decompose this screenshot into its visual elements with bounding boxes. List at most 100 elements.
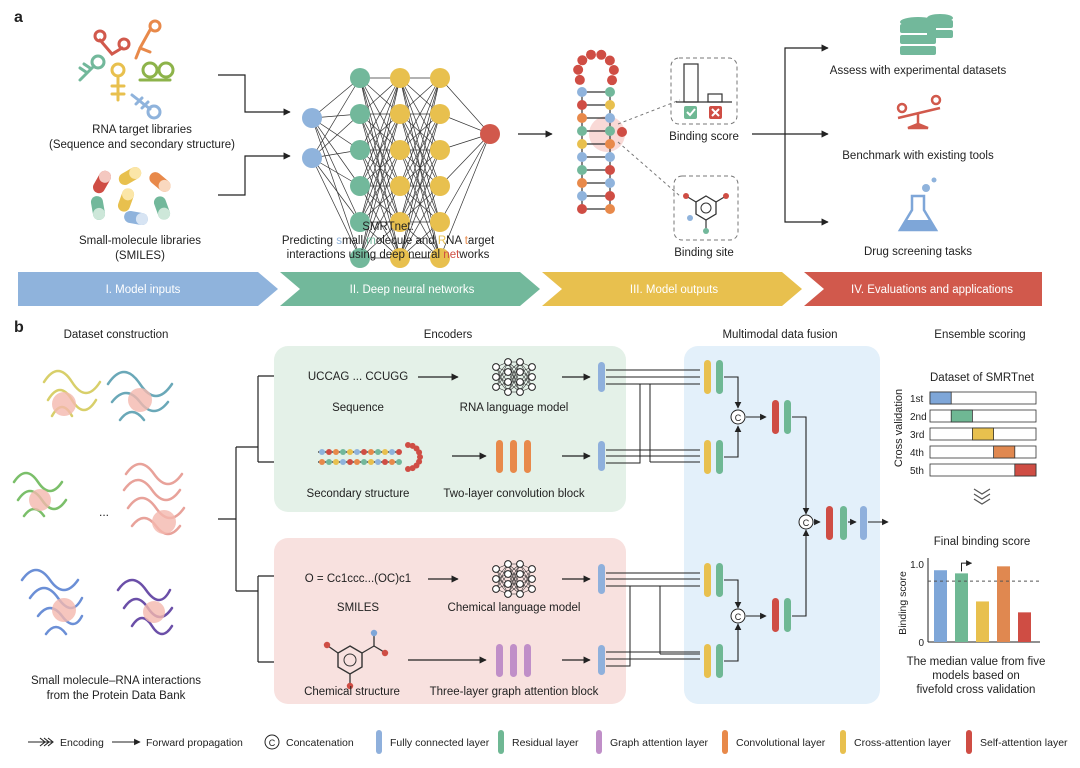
nn-node xyxy=(390,104,410,124)
nn-node xyxy=(430,104,450,124)
stage-label-3: III. Model outputs xyxy=(630,284,718,296)
legend-swatch xyxy=(596,730,602,754)
nn-node xyxy=(430,68,450,88)
legend-swatch xyxy=(840,730,846,754)
nn-node xyxy=(390,140,410,160)
y-axis-label: Binding score xyxy=(897,571,909,635)
y-tick-label: 1.0 xyxy=(910,560,924,571)
small-molecule-library-icons xyxy=(90,167,171,226)
fusion-title: Multimodal data fusion xyxy=(722,329,837,341)
cv-test-segment xyxy=(993,445,1016,459)
ensemble-title: Ensemble scoring xyxy=(934,329,1025,341)
panel-a-label: a xyxy=(14,9,23,26)
smiles-text: O = Cc1ccc...(OC)c1 xyxy=(305,573,411,585)
svg-text:C: C xyxy=(735,413,742,423)
structures-ellipsis: ... xyxy=(99,505,109,519)
rna-libraries-label: RNA target libraries xyxy=(92,124,192,136)
smrtnet-title: SMRTnet: xyxy=(362,221,414,233)
smiles-label: SMILES xyxy=(337,602,380,614)
nn-node xyxy=(350,212,370,232)
cv-fold-bar xyxy=(929,409,1037,423)
cv-fold-label: 4th xyxy=(910,448,924,459)
fusion-flow xyxy=(724,376,889,662)
legend-item-label: Cross-attention layer xyxy=(854,737,951,749)
nn-node xyxy=(302,148,322,168)
stage-banners: I. Model inputs II. Deep neural networks… xyxy=(18,272,1042,306)
fusion-box xyxy=(684,346,880,704)
final-caption-line2: models based on xyxy=(932,670,1020,682)
nn-node xyxy=(390,212,410,232)
legend-swatch xyxy=(966,730,972,754)
nn-node xyxy=(430,176,450,196)
rna-lm-label: RNA language model xyxy=(460,402,569,414)
cv-test-segment xyxy=(950,409,973,423)
smrtnet-line1: Predicting small molecule and RNA target xyxy=(282,235,495,247)
gat-block-icon xyxy=(496,644,531,677)
cv-fold-label: 3rd xyxy=(910,430,924,441)
dashed-connector-bottom xyxy=(617,141,681,197)
chem-structure-label: Chemical structure xyxy=(304,686,400,698)
binding-score-label: Binding score xyxy=(669,131,739,143)
legend: Encoding Forward propagation C Concatena… xyxy=(28,730,1068,754)
cv-test-segment xyxy=(1014,463,1037,477)
secondary-structure-label: Secondary structure xyxy=(307,488,410,500)
legend-item-label: Residual layer xyxy=(512,737,579,749)
nn-node xyxy=(350,68,370,88)
conv-block-icon xyxy=(496,440,531,473)
legend-item-label: Self-attention layer xyxy=(980,737,1068,749)
final-caption-line3: fivefold cross validation xyxy=(917,684,1036,696)
cv-test-segment xyxy=(972,427,995,441)
small-molecule-libraries-label: Small-molecule libraries xyxy=(79,235,201,247)
sequence-label: Sequence xyxy=(332,402,384,414)
rna-input-arrow xyxy=(218,74,291,116)
nn-node xyxy=(390,176,410,196)
svg-text:C: C xyxy=(735,612,742,622)
chem-lm-label: Chemical language model xyxy=(448,602,581,614)
app-label-1: Assess with experimental datasets xyxy=(830,65,1007,77)
panel-b-label: b xyxy=(14,319,24,336)
binding-score-box xyxy=(670,57,738,125)
legend-item-label: Graph attention layer xyxy=(610,737,709,749)
legend-item-label: Fully connected layer xyxy=(390,737,490,749)
binding-site-label: Binding site xyxy=(674,247,733,259)
stage-banner-1 xyxy=(18,272,278,306)
down-chevrons-icon xyxy=(973,488,991,505)
legend-swatch xyxy=(498,730,504,754)
conv-block-label: Two-layer convolution block xyxy=(443,488,585,500)
score-bar xyxy=(1018,612,1031,642)
score-bar xyxy=(997,566,1010,642)
legend-item-label: Convolutional layer xyxy=(736,737,826,749)
cv-fold-label: 2nd xyxy=(910,412,927,423)
legend-concat-icon xyxy=(264,734,280,750)
median-pointer xyxy=(961,560,973,572)
pdb-caption-line1: Small molecule–RNA interactions xyxy=(31,675,201,687)
rna-encoder-box xyxy=(274,346,626,512)
score-bar xyxy=(976,601,989,642)
legend-encoding-label: Encoding xyxy=(60,737,104,749)
nn-node xyxy=(302,108,322,128)
dataset-smrtnet-label: Dataset of SMRTnet xyxy=(930,372,1035,384)
stage-label-1: I. Model inputs xyxy=(106,284,181,296)
rna-language-model-icon xyxy=(492,358,536,396)
stage-banner-2 xyxy=(280,272,540,306)
stage-label-2: II. Deep neural networks xyxy=(350,284,475,296)
chemical-structure-icon xyxy=(323,629,389,690)
encoders-title: Encoders xyxy=(424,329,473,341)
small-molecule-libraries-sublabel: (SMILES) xyxy=(115,250,165,262)
cv-fold-label: 5th xyxy=(910,466,924,477)
cv-fold-bar xyxy=(929,445,1037,459)
database-icon xyxy=(900,14,953,55)
app-label-3: Drug screening tasks xyxy=(864,246,972,258)
fusion-layers xyxy=(704,360,867,678)
cross-validation-label: Cross validation xyxy=(893,389,905,467)
cv-folds: 1st 2nd 3rd 4th 5th xyxy=(910,391,1037,477)
cv-fold-label: 1st xyxy=(910,394,924,405)
pdb-structures xyxy=(12,369,186,636)
legend-swatch xyxy=(722,730,728,754)
nn-node xyxy=(430,212,450,232)
dataset-construction-title: Dataset construction xyxy=(64,329,169,341)
neural-network xyxy=(302,68,500,268)
legend-encoding xyxy=(28,737,54,747)
legend-forward-label: Forward propagation xyxy=(146,737,243,749)
